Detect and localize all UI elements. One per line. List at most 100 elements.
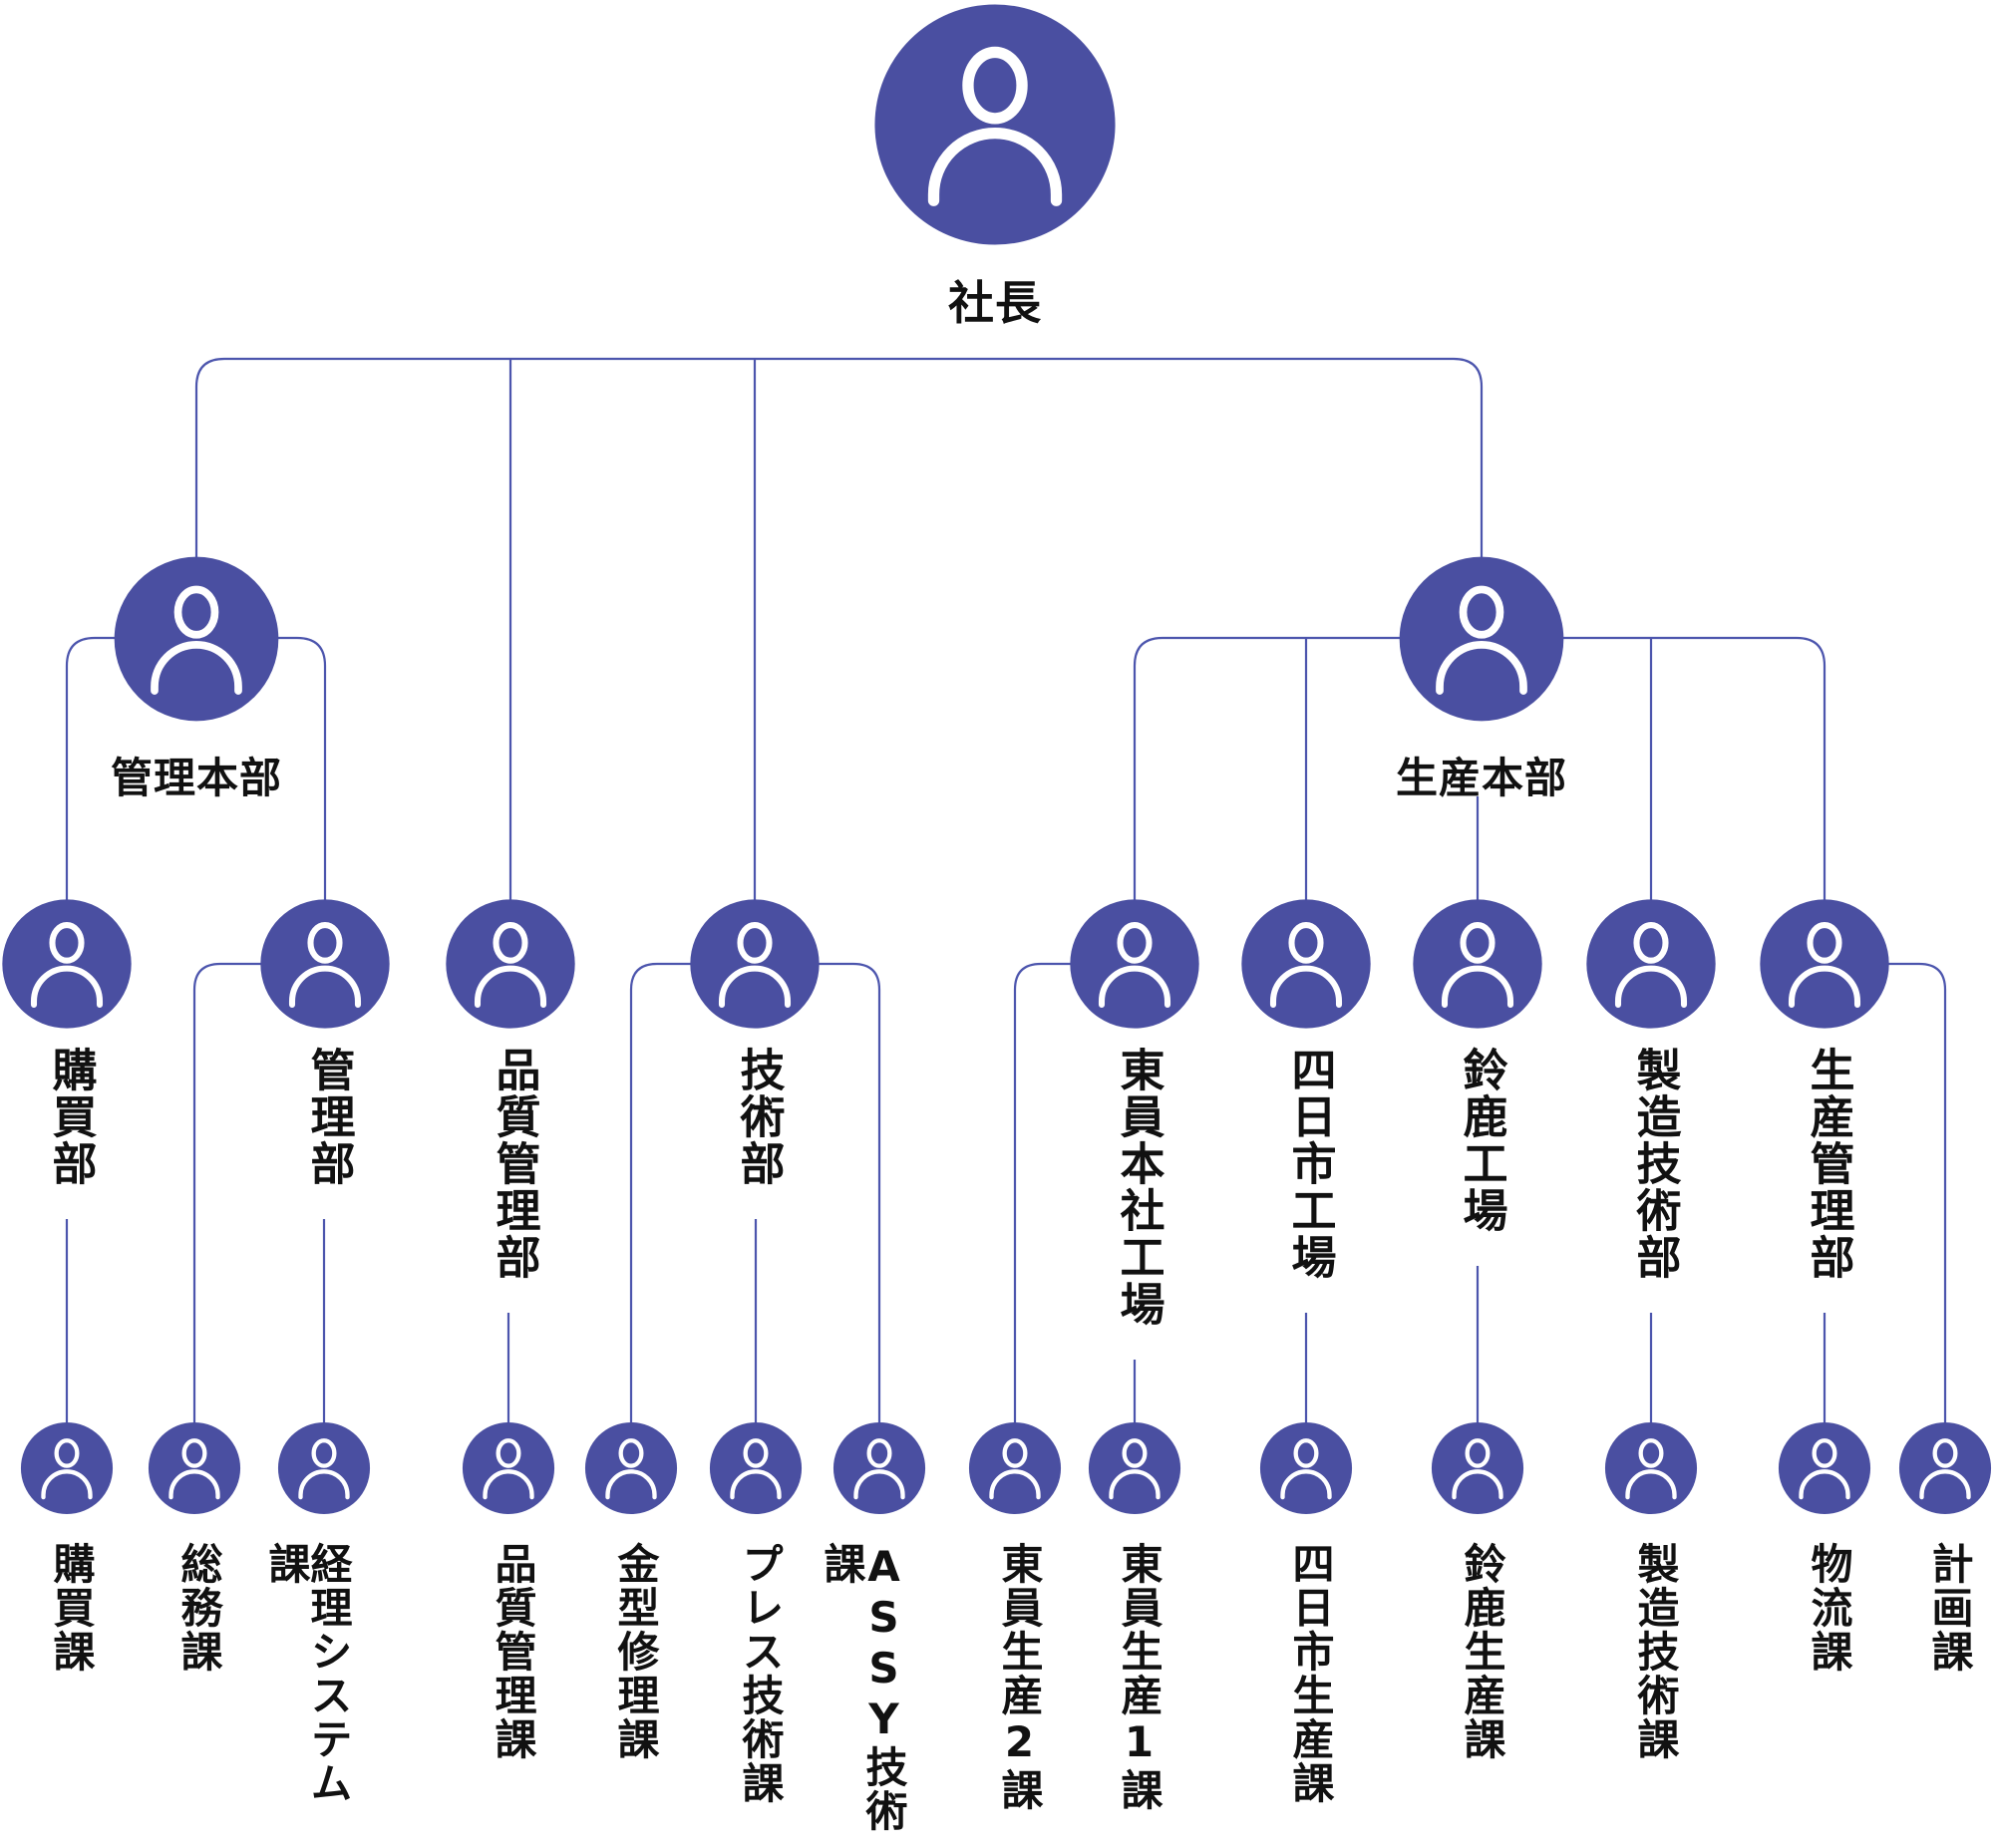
connector	[629, 962, 755, 1468]
person-shoulders	[718, 965, 792, 1008]
org-node-keiri-system-ka	[277, 1421, 371, 1515]
org-node-label: 金型修理課	[611, 1542, 660, 1761]
person-shoulders	[730, 1469, 782, 1500]
person-icon	[709, 1421, 803, 1515]
person-head	[1459, 585, 1504, 639]
org-node-somu-ka	[148, 1421, 241, 1515]
org-node-seizo-gijutsu-ka	[1604, 1421, 1698, 1515]
org-node-yokkaichi-kojo	[1240, 898, 1372, 1030]
org-node-label: 東員本社工場	[1112, 1047, 1165, 1328]
org-node-label: 品質管理課	[489, 1542, 537, 1761]
person-shoulders	[1269, 965, 1343, 1008]
org-node-label: 鈴鹿工場	[1455, 1047, 1508, 1234]
person-shoulders	[30, 965, 104, 1008]
person-shoulders	[1441, 965, 1514, 1008]
org-node-hinshitsu-kanri-bu	[445, 898, 576, 1030]
person-head	[493, 922, 528, 964]
person-head	[1638, 1438, 1664, 1468]
org-node-label: 経理システム課	[262, 1542, 353, 1805]
person-icon	[446, 899, 575, 1029]
avatar-circle	[20, 1421, 114, 1515]
connector	[1013, 962, 1135, 1468]
org-node-toin-seisan-1-ka	[1088, 1421, 1181, 1515]
org-node-seisan-honbu	[1398, 555, 1565, 723]
avatar-circle	[1760, 899, 1889, 1029]
avatar-circle	[1399, 556, 1564, 722]
person-head	[1932, 1438, 1958, 1468]
avatar-circle	[260, 899, 390, 1029]
person-head	[618, 1438, 644, 1468]
person-head	[54, 1438, 80, 1468]
org-node-label: 鈴鹿生産課	[1458, 1542, 1506, 1761]
person-icon	[2, 899, 132, 1029]
person-head	[1807, 922, 1842, 964]
person-icon	[1088, 1421, 1181, 1515]
org-node-label: 総務課	[174, 1542, 223, 1674]
person-shoulders	[989, 1469, 1041, 1500]
person-icon	[1431, 1421, 1524, 1515]
avatar-circle	[1586, 899, 1716, 1029]
person-shoulders	[1788, 965, 1861, 1008]
person-icon	[1070, 899, 1199, 1029]
org-node-label: ASSY技術課	[818, 1542, 908, 1833]
org-node-kanagata-shuri-ka	[584, 1421, 678, 1515]
person-icon	[260, 899, 390, 1029]
person-shoulders	[474, 965, 547, 1008]
org-node-butsuryu-ka	[1778, 1421, 1871, 1515]
person-icon	[968, 1421, 1062, 1515]
person-shoulders	[1625, 1469, 1677, 1500]
org-node-shacho	[872, 2, 1118, 247]
avatar-circle	[968, 1421, 1062, 1515]
avatar-circle	[2, 899, 132, 1029]
person-shoulders	[1109, 1469, 1161, 1500]
person-head	[1117, 922, 1153, 964]
person-shoulders	[1452, 1469, 1503, 1500]
person-icon	[690, 899, 820, 1029]
person-head	[1460, 922, 1496, 964]
org-node-label: 東員生産2課	[995, 1542, 1044, 1812]
org-node-yokkaichi-seisan-ka	[1259, 1421, 1353, 1515]
org-node-suzuka-kojo	[1412, 898, 1543, 1030]
org-node-label: 管理部	[302, 1047, 356, 1187]
org-node-label: 品質管理部	[488, 1047, 541, 1281]
org-node-label: プレス技術課	[736, 1542, 785, 1805]
person-head	[1465, 1438, 1491, 1468]
person-icon	[20, 1421, 114, 1515]
person-icon	[462, 1421, 555, 1515]
avatar-circle	[1413, 899, 1542, 1029]
person-icon	[1259, 1421, 1353, 1515]
person-shoulders	[483, 1469, 534, 1500]
org-node-label: 生産管理部	[1802, 1047, 1855, 1281]
org-node-kanri-bu	[259, 898, 391, 1030]
person-icon	[148, 1421, 241, 1515]
avatar-circle	[1898, 1421, 1992, 1515]
avatar-circle	[1088, 1421, 1181, 1515]
connector	[194, 357, 1484, 639]
person-icon	[1604, 1421, 1698, 1515]
connector	[192, 962, 325, 1468]
person-shoulders	[1919, 1469, 1971, 1500]
person-shoulders	[1436, 641, 1527, 695]
avatar-circle	[1431, 1421, 1524, 1515]
org-node-label: 製造技術課	[1631, 1542, 1680, 1761]
person-icon	[874, 4, 1116, 245]
avatar-circle	[446, 899, 575, 1029]
avatar-circle	[1259, 1421, 1353, 1515]
person-icon	[1399, 556, 1564, 722]
org-node-label: 生産本部	[1395, 754, 1568, 802]
org-node-label: 管理本部	[110, 754, 283, 802]
person-shoulders	[288, 965, 362, 1008]
person-head	[1002, 1438, 1028, 1468]
person-head	[181, 1438, 207, 1468]
person-shoulders	[1280, 1469, 1332, 1500]
org-node-seizo-gijutsu-bu	[1585, 898, 1717, 1030]
org-node-keikaku-ka	[1898, 1421, 1992, 1515]
person-shoulders	[151, 641, 242, 695]
avatar-circle	[709, 1421, 803, 1515]
org-node-label: 四日市工場	[1283, 1047, 1337, 1281]
person-shoulders	[853, 1469, 905, 1500]
person-icon	[277, 1421, 371, 1515]
org-node-kobai-bu	[1, 898, 133, 1030]
person-head	[1293, 1438, 1319, 1468]
